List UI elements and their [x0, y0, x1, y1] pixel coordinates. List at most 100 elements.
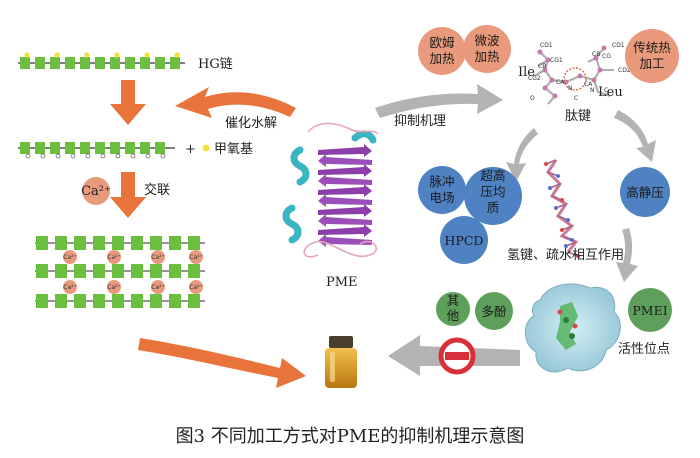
chain-bead	[150, 294, 162, 308]
atom-label: CA	[584, 81, 593, 88]
molecule-atom	[560, 228, 564, 232]
chain-bead	[20, 57, 30, 69]
atom-label: CA	[556, 79, 565, 86]
svg-text:HPCD: HPCD	[445, 233, 484, 248]
active-site-label: 活性位点	[618, 342, 670, 357]
chain-bead	[169, 236, 181, 250]
other-node: 其 他	[436, 292, 470, 326]
svg-text:压均: 压均	[480, 184, 505, 199]
svg-text:电场: 电场	[429, 190, 454, 205]
svg-text:他: 他	[447, 308, 460, 323]
chain-bead	[125, 57, 135, 69]
molecule-atom	[564, 244, 568, 248]
methoxy-group	[84, 52, 90, 58]
chain-bead	[169, 264, 181, 278]
pme-label: PME	[326, 275, 358, 290]
methoxy-group	[114, 52, 120, 58]
chain-bead	[169, 294, 181, 308]
svg-text:质: 质	[487, 200, 500, 215]
chain-bead	[125, 142, 135, 154]
calcium-ion	[189, 250, 203, 264]
svg-text:欧姆: 欧姆	[429, 35, 455, 50]
calcium-ion	[63, 250, 77, 264]
calcium-circle	[82, 177, 110, 205]
egg-box-structure: Ca²⁺Ca²⁺Ca²⁺Ca²⁺Ca²⁺Ca²⁺Ca²⁺Ca²⁺	[35, 236, 205, 308]
figure-caption: 图3 不同加工方式对PME的抑制机理示意图	[176, 426, 525, 447]
atom-label: CG	[602, 53, 611, 60]
molecule-atom	[576, 254, 580, 258]
chain-bead	[112, 294, 124, 308]
svg-text:超高: 超高	[480, 168, 505, 183]
methoxy-dot	[202, 144, 210, 152]
chain-bead	[150, 236, 162, 250]
chain-bead	[55, 294, 67, 308]
svg-text:加工: 加工	[639, 56, 664, 71]
plus-sign: +	[185, 142, 196, 157]
chain-bead	[112, 264, 124, 278]
chain-bead	[170, 57, 180, 69]
svg-text:加热: 加热	[429, 51, 455, 66]
molecule-atom	[560, 198, 564, 202]
chain-bead	[95, 57, 105, 69]
beta-strand	[318, 164, 372, 177]
hpcd-node: HPCD	[440, 216, 488, 264]
svg-text:加热: 加热	[474, 49, 500, 64]
down-arrow-1	[110, 80, 146, 125]
calcium-label: Ca²⁺	[81, 184, 111, 199]
beta-strand	[318, 194, 372, 207]
microwave-heating-node: 微波 加热	[463, 25, 511, 73]
methoxy-group	[144, 52, 150, 58]
beta-strand	[318, 174, 372, 187]
chain-bead	[80, 57, 90, 69]
svg-text:微波: 微波	[474, 33, 500, 48]
calcium-ion-label: Ca²⁺	[151, 254, 164, 261]
carboxyl-group	[130, 153, 136, 159]
uhph-node: 超高 压均 质	[464, 167, 522, 225]
hydrolysis-arrow	[175, 87, 296, 118]
calcium-ion	[151, 250, 165, 264]
beta-strand	[318, 144, 372, 157]
carboxyl-group	[100, 153, 106, 159]
pmei-node: PMEI	[628, 288, 672, 332]
chain-bead	[95, 142, 105, 154]
chain-bead	[150, 264, 162, 278]
hg-chain-demethylated	[18, 142, 175, 159]
beta-strand	[318, 224, 372, 237]
mechanism-arrow	[375, 84, 503, 118]
chain-bead	[74, 294, 86, 308]
beta-strand	[318, 214, 372, 227]
hydrolysis-label: 催化水解	[225, 116, 277, 131]
carboxyl-group	[25, 153, 31, 159]
calcium-ion-label: Ca²⁺	[189, 284, 202, 291]
calcium-ion-label: Ca²⁺	[107, 284, 120, 291]
chain-bead	[74, 264, 86, 278]
molecule-atom	[544, 162, 548, 166]
chain-bead	[35, 142, 45, 154]
svg-text:传统热: 传统热	[633, 40, 671, 55]
thermal-processing-node: 传统热 加工	[625, 29, 679, 83]
atom-label: CD1	[612, 42, 625, 49]
chain-bead	[155, 142, 165, 154]
chain-bead	[36, 236, 48, 250]
arrow-to-pef	[506, 128, 538, 182]
residue-ile: Ile	[518, 65, 535, 80]
molecule-atom	[554, 206, 558, 210]
chain-bead	[35, 57, 45, 69]
ohmic-heating-node: 欧姆 加热	[418, 27, 466, 75]
carboxyl-group	[115, 153, 121, 159]
chain-bead	[131, 264, 143, 278]
down-arrow-2	[110, 172, 146, 218]
hg-chain-label: HG链	[198, 57, 233, 72]
calcium-ion	[107, 250, 121, 264]
calcium-ion-label: Ca²⁺	[63, 284, 76, 291]
sample-vial	[325, 336, 357, 388]
crosslink-label: 交联	[144, 182, 170, 198]
calcium-ion	[189, 280, 203, 294]
methoxy-group	[174, 52, 180, 58]
carboxyl-group	[145, 153, 151, 159]
svg-text:其: 其	[447, 293, 460, 308]
svg-text:高静压: 高静压	[626, 185, 664, 200]
molecule-atom	[556, 174, 560, 178]
